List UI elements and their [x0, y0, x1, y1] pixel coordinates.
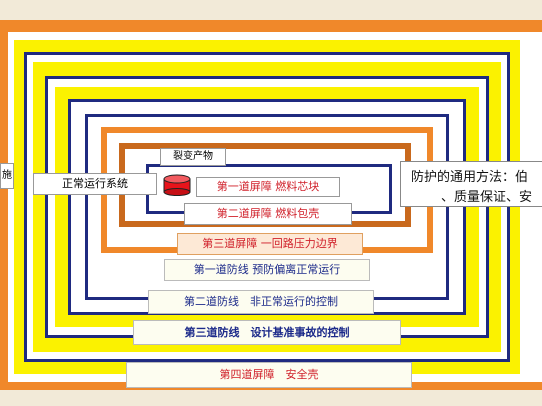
- callout-line-2: 、质量保证、安: [441, 190, 533, 205]
- barrier-2-label: 第二道屏障 燃料包壳: [184, 203, 352, 225]
- fuel-pellet-icon: [163, 174, 191, 196]
- general-methods-callout: 防护的通用方法：伯 、质量保证、安: [400, 161, 542, 207]
- normal-operation-label: 正常运行系统: [33, 173, 157, 195]
- barrier-4-label: 第四道屏障 安全壳: [126, 362, 412, 388]
- callout-line-1: 防护的通用方法：伯: [411, 170, 529, 185]
- fission-products-label: 裂变产物: [160, 148, 226, 166]
- left-edge-fragment-label: 施: [0, 163, 14, 189]
- defense-3-label: 第三道防线 设计基准事故的控制: [133, 320, 401, 345]
- barrier-1-label: 第一道屏障 燃料芯块: [196, 177, 340, 197]
- defense-1-label: 第一道防线 预防偏离正常运行: [164, 259, 370, 281]
- defense-2-label: 第二道防线 非正常运行的控制: [148, 290, 374, 314]
- barrier-3-label: 第三道屏障 一回路压力边界: [177, 233, 363, 255]
